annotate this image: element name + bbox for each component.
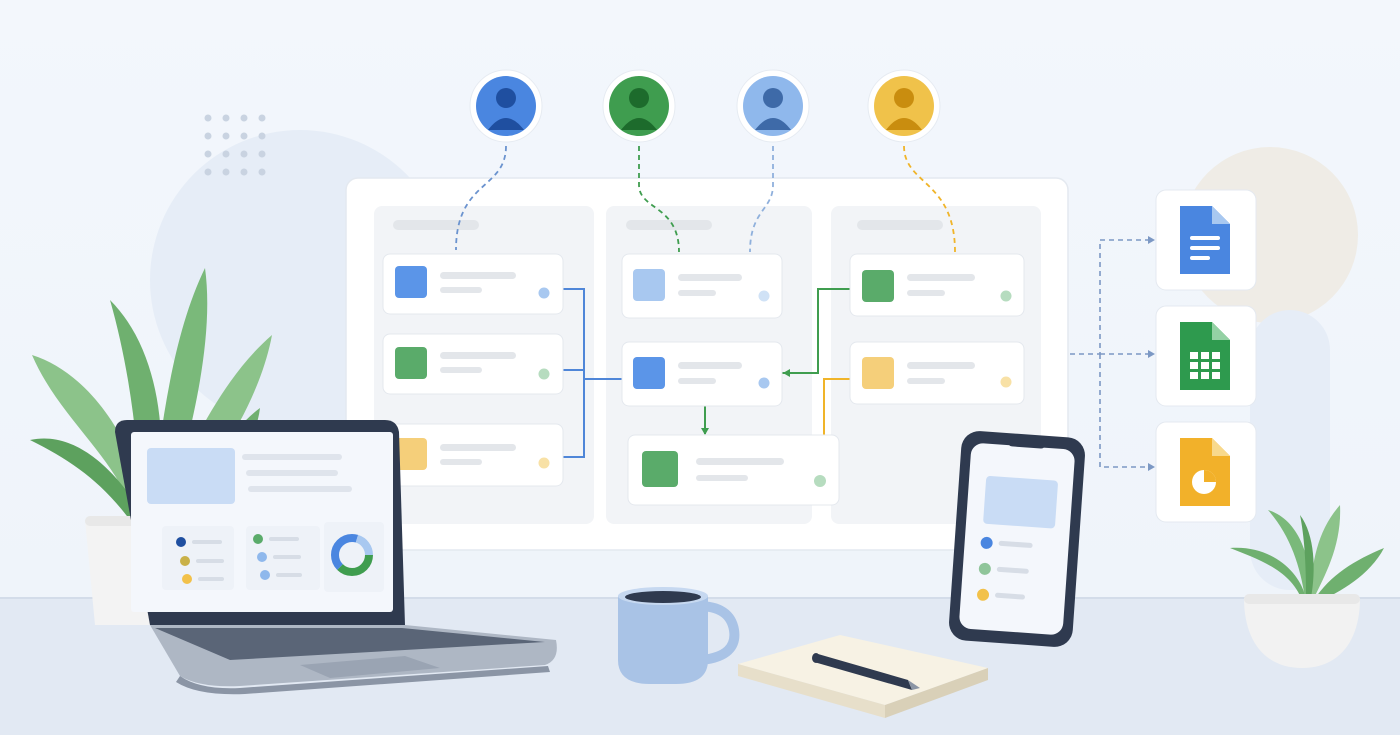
smartphone [949,431,1085,647]
coffee-mug [618,587,740,684]
donut-chart-icon [331,534,373,576]
task-card [627,434,840,506]
pen-icon [812,653,920,690]
docs-file-icon [1155,189,1257,291]
user-avatar-green [602,69,676,143]
avatar-connectors [455,145,956,253]
user-avatar-yellow [867,69,941,143]
task-card [382,423,564,487]
file-connectors [1070,236,1155,471]
laptop [115,420,557,695]
avatars [469,69,941,143]
notebook [738,635,988,718]
task-card [849,253,1025,317]
task-card [382,253,564,315]
slides-file-icon [1155,421,1257,523]
task-card [849,341,1025,405]
potted-plant-right [1230,505,1384,668]
user-avatar-light-blue [736,69,810,143]
user-avatar-blue [469,69,543,143]
workflow-cards [382,253,1025,506]
task-card [621,253,783,319]
dot-grid [204,114,266,176]
task-card [382,333,564,395]
task-card [621,341,783,407]
file-tiles [1155,189,1257,523]
sheets-file-icon [1155,305,1257,407]
